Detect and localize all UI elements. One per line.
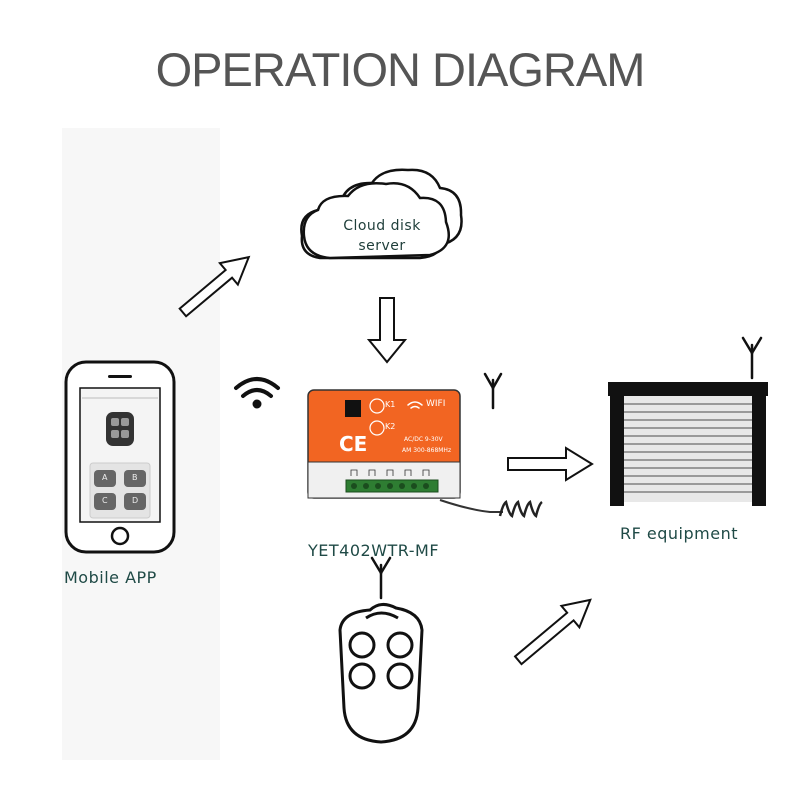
module-k2-label: K2 [385, 422, 396, 431]
controller-module [307, 389, 543, 519]
module-freq-spec: AM 300-868MHz [402, 447, 452, 454]
arrow-up-right-icon-2 [513, 598, 592, 666]
module-model-label: YET402WTR-MF [308, 541, 440, 560]
phone-button-b: B [132, 473, 138, 482]
cloud-label-line2: server [358, 238, 406, 254]
antenna-icon-remote [370, 556, 392, 600]
cloud-label: Cloud disk server [322, 216, 442, 256]
arrow-down-icon [366, 297, 408, 364]
phone-button-a: A [102, 473, 108, 482]
antenna-icon-module [483, 372, 503, 410]
cloud-icon [300, 168, 463, 260]
antenna-icon-rf [741, 336, 763, 380]
arrow-up-right-icon [178, 255, 251, 318]
module-k1-label: K1 [385, 400, 396, 409]
rf-equipment-label: RF equipment [620, 524, 738, 543]
cloud-label-line1: Cloud disk [343, 218, 421, 234]
phone-button-c: C [102, 496, 108, 505]
mobile-app-label: Mobile APP [64, 568, 157, 587]
arrow-right-icon [507, 446, 594, 482]
phone-icon [64, 360, 176, 554]
diagram-title: OPERATION DIAGRAM [155, 43, 646, 96]
remote-control-icon [338, 603, 424, 744]
phone-button-d: D [132, 496, 139, 505]
wifi-icon [234, 377, 280, 409]
rf-equipment-icon [608, 382, 768, 506]
ce-mark: CE [339, 432, 368, 456]
module-power-spec: AC/DC 9-30V [404, 436, 443, 443]
module-wifi-label: WIFI [426, 399, 446, 409]
